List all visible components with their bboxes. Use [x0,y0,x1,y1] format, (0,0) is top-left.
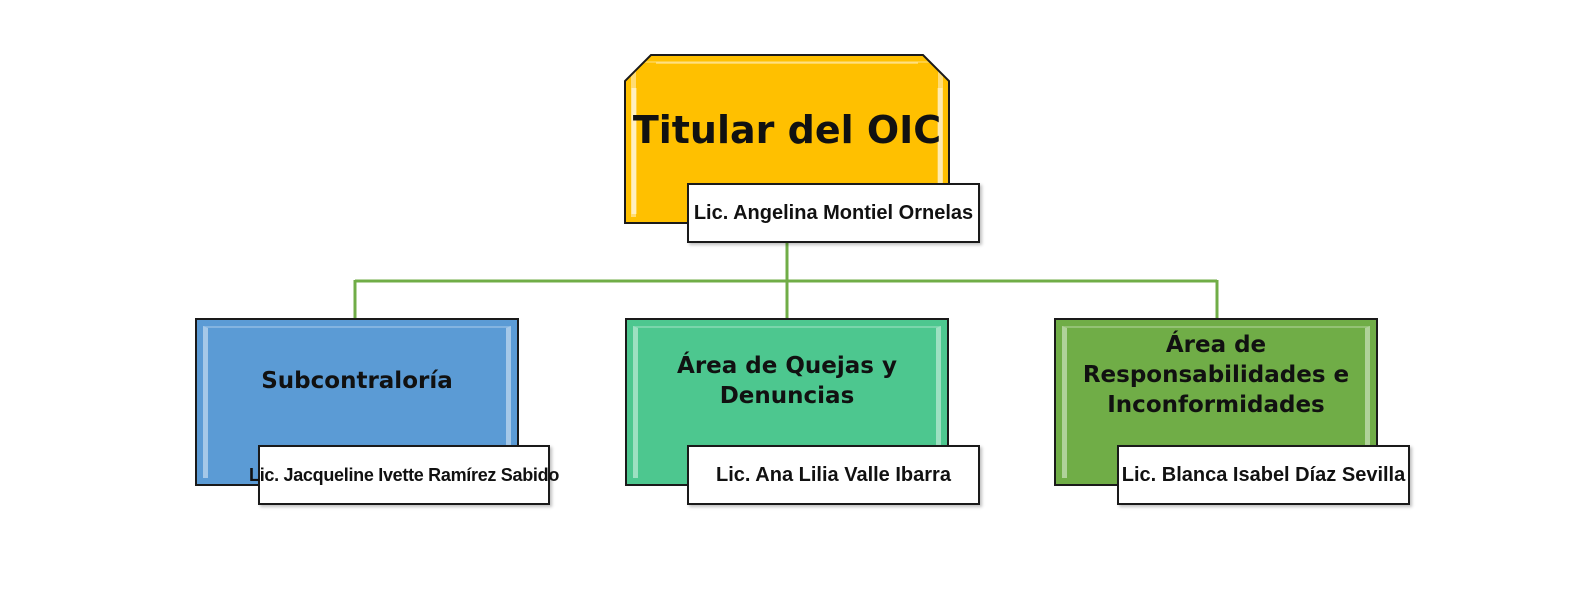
child-name-card: Lic. Blanca Isabel Díaz Sevilla [1117,445,1410,505]
child-name-card: Lic. Ana Lilia Valle Ibarra [687,445,980,505]
child-name-card: Lic. Jacqueline Ivette Ramírez Sabido [249,445,559,505]
child-title: Subcontraloría [261,368,453,395]
root-title: Titular del OIC [632,108,942,152]
root-name-card: Lic. Angelina Montiel Ornelas [687,183,980,243]
child-title: Área de Quejas y Denuncias [677,353,897,409]
child-title: Área de Responsabilidades e Inconformida… [1082,332,1350,418]
